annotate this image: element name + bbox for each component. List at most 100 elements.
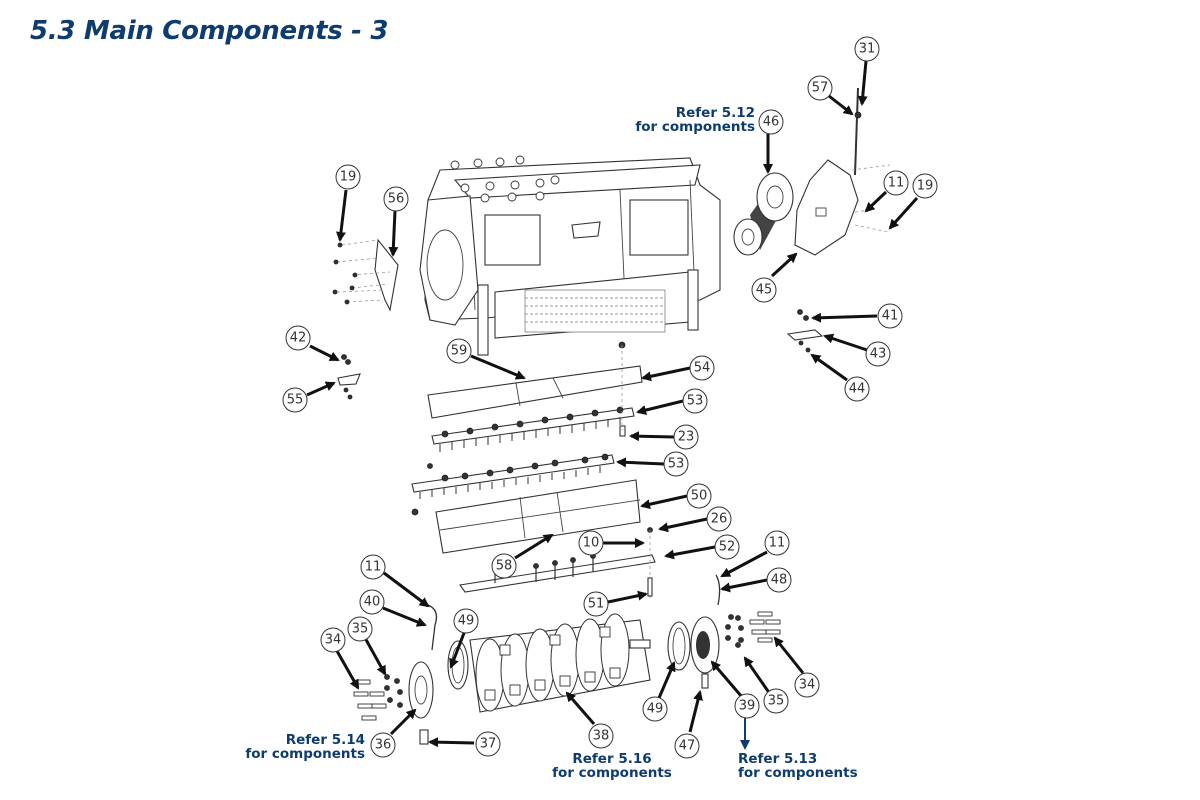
callout: 50 xyxy=(686,483,712,509)
callout: 36 xyxy=(370,732,396,758)
callout-number: 19 xyxy=(340,170,357,185)
reference-note-5-13: Refer 5.13 for components xyxy=(738,752,878,780)
callout: 35 xyxy=(763,688,789,714)
callout: 42 xyxy=(285,325,311,351)
callout-number: 52 xyxy=(719,540,736,555)
callout: 48 xyxy=(766,567,792,593)
callout: 10 xyxy=(578,530,604,556)
callout-number: 37 xyxy=(480,737,497,752)
callout: 47 xyxy=(674,733,700,759)
callout: 57 xyxy=(807,75,833,101)
callout-number: 35 xyxy=(768,694,785,709)
callout-number: 11 xyxy=(365,560,382,575)
reference-note-5-14: Refer 5.14 for components xyxy=(230,733,365,761)
reference-line-2: for components xyxy=(552,765,672,781)
right-bearing-housing xyxy=(667,574,781,689)
callout-number: 11 xyxy=(769,536,786,551)
part-callouts: 31 57 46 11 19 45 19 56 41 43 44 42 55 5… xyxy=(282,36,938,759)
callout-number: 34 xyxy=(799,678,816,693)
callout-number: 38 xyxy=(593,729,610,744)
leader-arrows xyxy=(306,60,919,748)
callout-number: 58 xyxy=(496,559,513,574)
callout: 11 xyxy=(883,170,909,196)
callout-number: 40 xyxy=(364,595,381,610)
callout-number: 45 xyxy=(756,283,773,298)
callout: 45 xyxy=(751,277,777,303)
tooth-bar-lower xyxy=(411,453,615,516)
reference-line-2: for components xyxy=(245,746,365,762)
callout: 51 xyxy=(583,591,609,617)
callout-number: 36 xyxy=(375,738,392,753)
callout-number: 55 xyxy=(287,393,304,408)
callout-number: 35 xyxy=(352,622,369,637)
callout-number: 42 xyxy=(290,331,307,346)
callout: 46 xyxy=(758,109,784,135)
reference-note-5-16: Refer 5.16 for components xyxy=(542,752,682,780)
callout: 31 xyxy=(854,36,880,62)
callout: 39 xyxy=(734,693,760,719)
callout: 58 xyxy=(491,553,517,579)
reference-note-5-12: Refer 5.12 for components xyxy=(620,106,755,134)
callout-number: 26 xyxy=(711,512,728,527)
counter-blade-lower xyxy=(435,479,641,554)
callout-number: 57 xyxy=(812,81,829,96)
callout-number: 56 xyxy=(388,192,405,207)
left-side-cover xyxy=(332,238,399,312)
reference-line-2: for components xyxy=(635,119,755,135)
callout-number: 44 xyxy=(849,382,866,397)
callout: 41 xyxy=(877,303,903,329)
callout: 19 xyxy=(335,164,361,190)
reference-line-1: Refer 5.16 xyxy=(572,751,652,767)
callout-number: 31 xyxy=(859,42,876,57)
reference-line-1: Refer 5.12 xyxy=(675,105,755,121)
callout: 54 xyxy=(689,355,715,381)
callout: 34 xyxy=(320,627,346,653)
belt-pulley-assembly xyxy=(733,172,794,256)
callout: 49 xyxy=(642,696,668,722)
callout-number: 43 xyxy=(870,347,887,362)
callout: 37 xyxy=(475,731,501,757)
callout-number: 47 xyxy=(679,739,696,754)
mulcher-housing xyxy=(419,155,721,356)
callout: 34 xyxy=(794,672,820,698)
callout-number: 19 xyxy=(917,179,934,194)
callout-number: 53 xyxy=(687,394,704,409)
side-cover-plate xyxy=(794,87,891,256)
callout-number: 53 xyxy=(668,457,685,472)
callout: 59 xyxy=(446,338,472,364)
rotor xyxy=(469,613,651,713)
callout: 11 xyxy=(764,530,790,556)
tooth-bar-upper xyxy=(431,341,635,452)
callout-number: 50 xyxy=(691,489,708,504)
callout: 55 xyxy=(282,387,308,413)
callout: 49 xyxy=(453,608,479,634)
callout: 19 xyxy=(912,173,938,199)
callout-number: 46 xyxy=(763,115,780,130)
callout: 43 xyxy=(865,341,891,367)
callout-number: 39 xyxy=(739,699,756,714)
reference-line-1: Refer 5.14 xyxy=(285,732,365,748)
callout: 56 xyxy=(383,186,409,212)
callout: 35 xyxy=(347,616,373,642)
callout: 40 xyxy=(359,589,385,615)
callout: 52 xyxy=(714,534,740,560)
callout-number: 41 xyxy=(882,309,899,324)
left-skid-bracket xyxy=(337,354,361,400)
anvil-teeth xyxy=(524,289,666,333)
reference-line-1: Refer 5.13 xyxy=(738,751,818,767)
page-title: 5.3 Main Components - 3 xyxy=(30,16,389,46)
counter-blade-upper xyxy=(427,365,643,419)
callout: 53 xyxy=(663,451,689,477)
callout: 26 xyxy=(706,506,732,532)
callout: 38 xyxy=(588,723,614,749)
callout-number: 23 xyxy=(678,430,695,445)
callout-number: 49 xyxy=(647,702,664,717)
callout: 23 xyxy=(673,424,699,450)
callout-number: 59 xyxy=(451,344,468,359)
callout-number: 34 xyxy=(325,633,342,648)
callout-number: 54 xyxy=(694,361,711,376)
callout-number: 10 xyxy=(583,536,600,551)
callout-number: 49 xyxy=(458,614,475,629)
callout-number: 48 xyxy=(771,573,788,588)
callout: 44 xyxy=(844,376,870,402)
